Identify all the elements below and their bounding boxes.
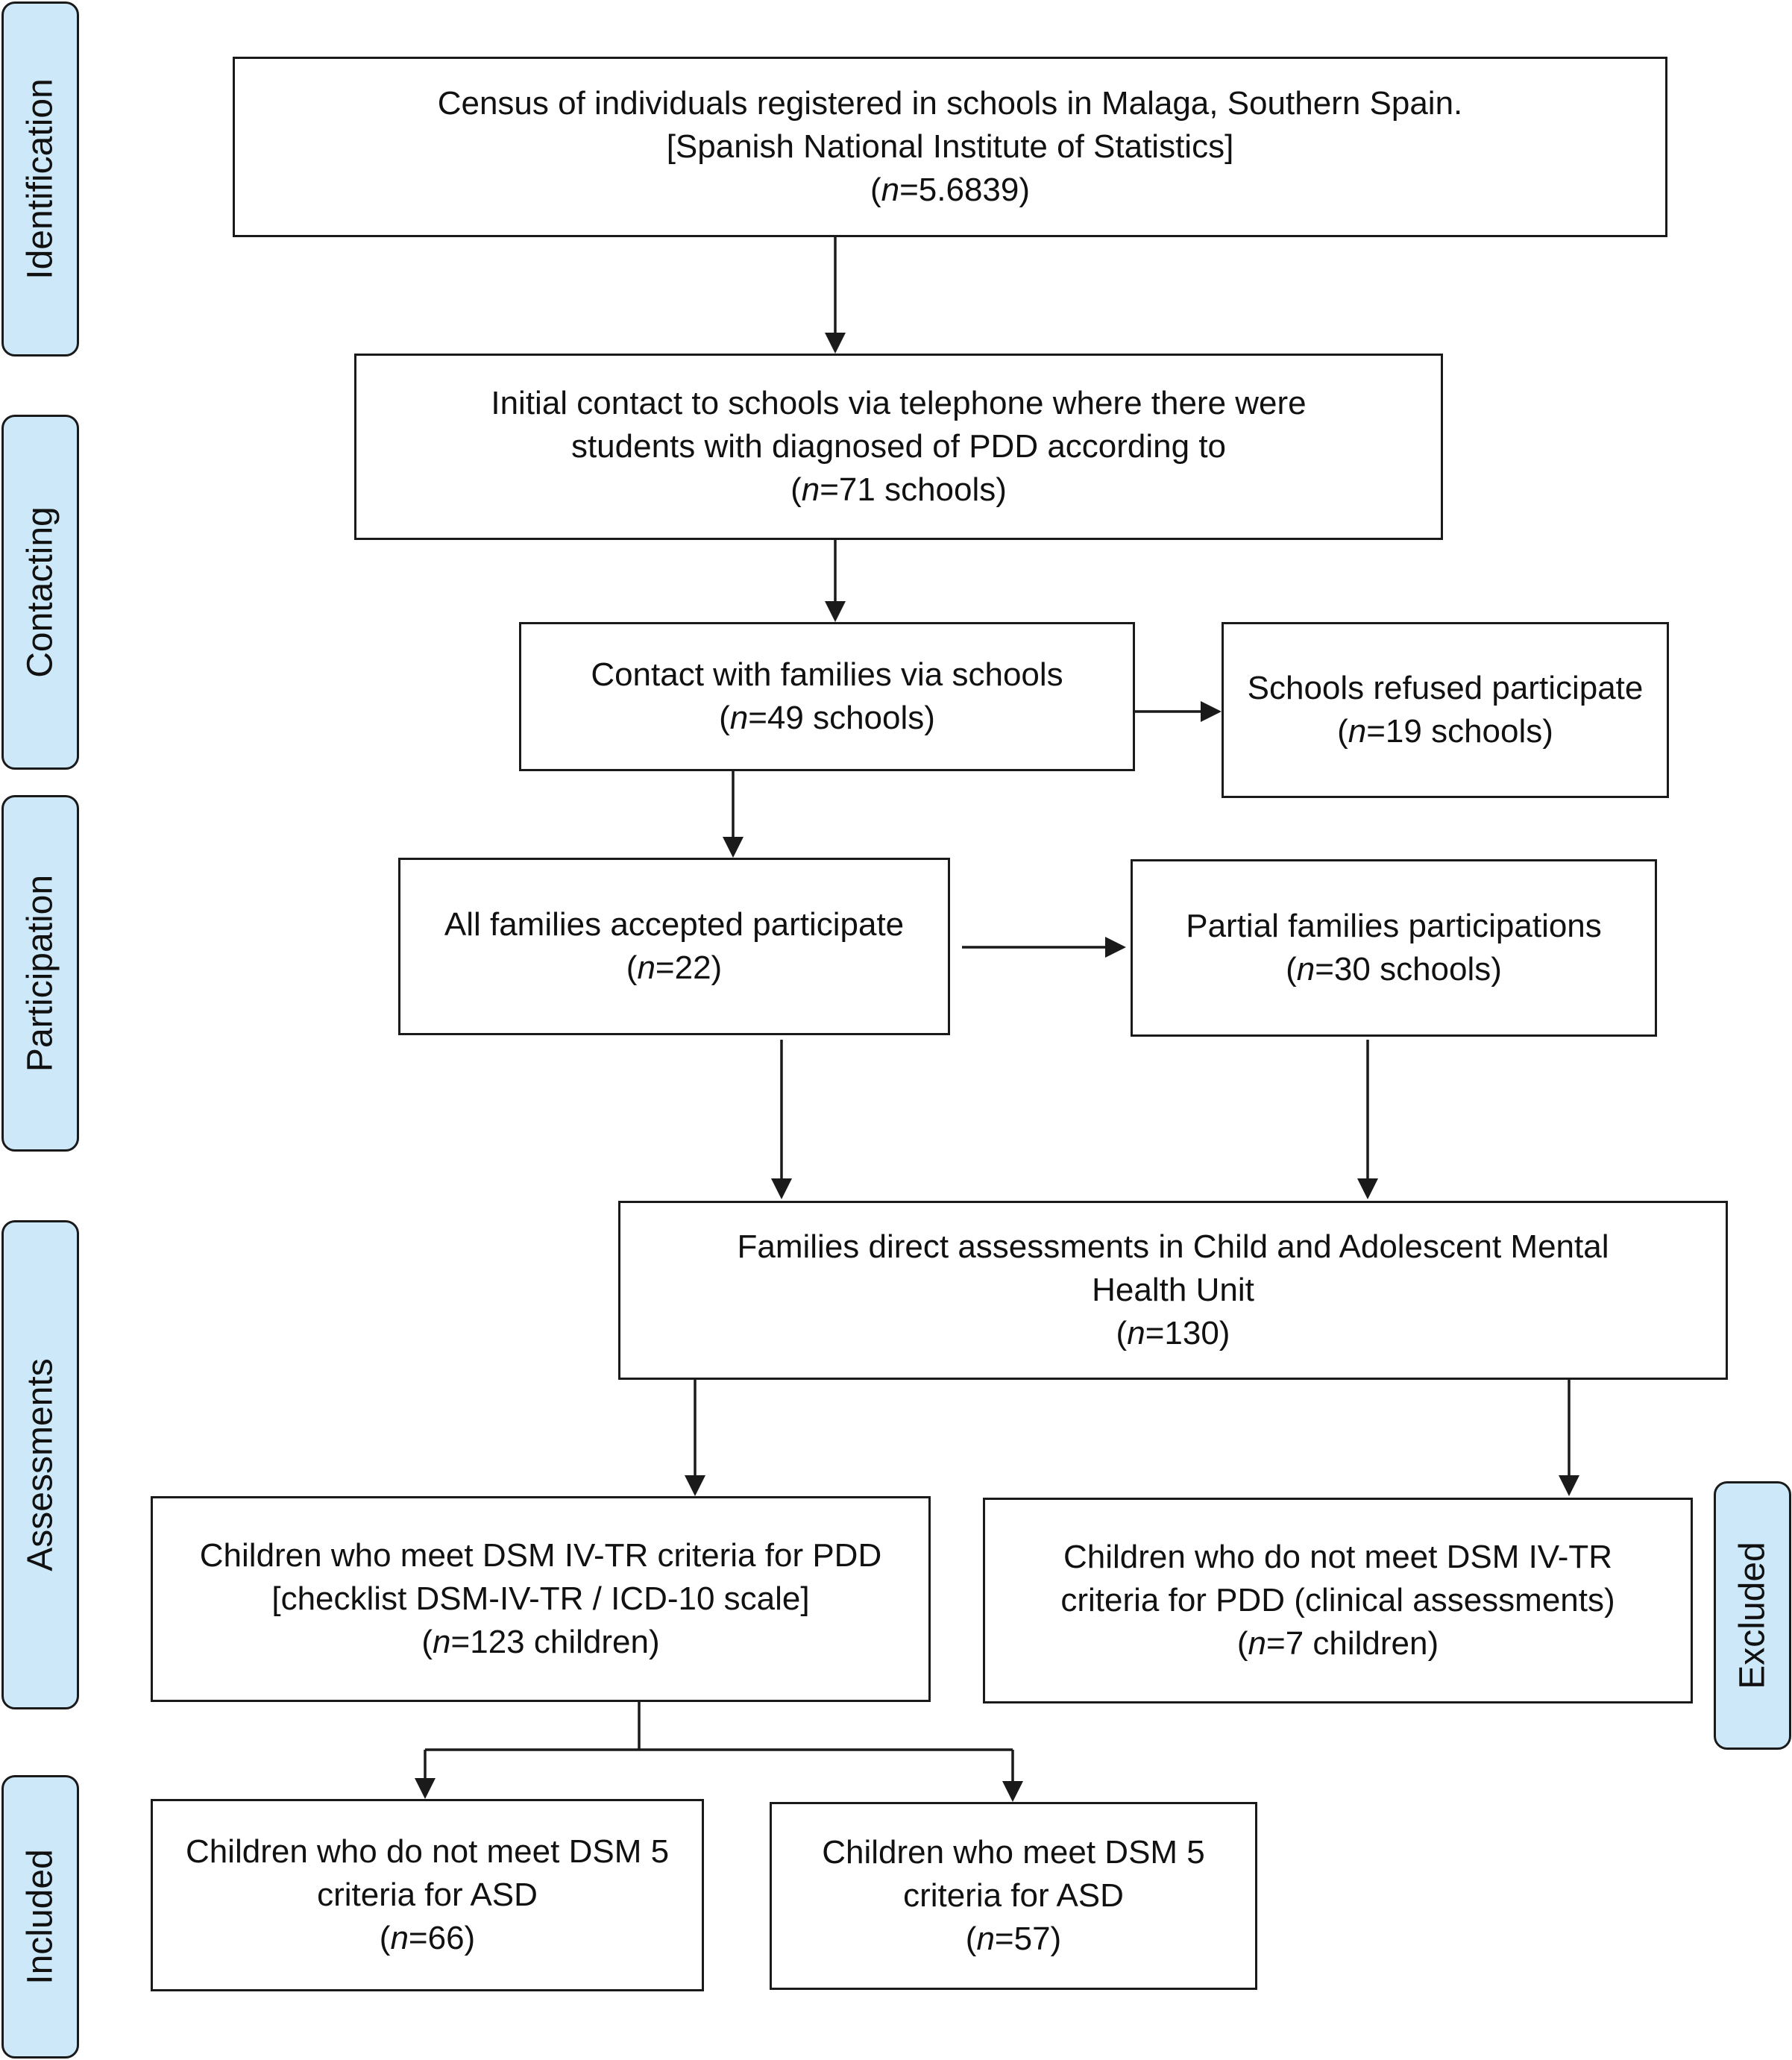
arrowhead-assessments-to-meet-dsm4: [685, 1475, 705, 1496]
stage-participation: Participation: [1, 795, 79, 1152]
contact-families-box: Contact with families via schools (n=49 …: [519, 622, 1135, 771]
arrowhead-initial-to-contact-families: [825, 601, 846, 622]
stage-assessments: Assessments: [1, 1220, 79, 1709]
stage-contacting-label: Contacting: [20, 506, 60, 678]
contact-families-line1: Contact with families via schools: [591, 656, 1063, 693]
arrowhead-census-to-initial-contact: [825, 333, 846, 354]
partial-families-count: (n=30 schools): [1286, 951, 1502, 987]
census-line2: [Spanish National Institute of Statistic…: [666, 128, 1234, 165]
stage-participation-label: Participation: [20, 874, 60, 1073]
all-families-line1: All families accepted participate: [444, 906, 905, 943]
arrowhead-all-to-assessments: [771, 1178, 792, 1199]
schools-refused-count: (n=19 schools): [1337, 713, 1553, 750]
arrowhead-all-to-partial: [1105, 937, 1126, 958]
arrowhead-to-meet-dsm5: [1002, 1781, 1023, 1802]
meet-dsm5-line1: Children who meet DSM 5: [822, 1834, 1205, 1871]
initial-contact-line2: students with diagnosed of PDD according…: [570, 428, 1227, 465]
arrow-meet-dsm4-split: [424, 1701, 1014, 1781]
arrowhead-contact-to-all-families: [723, 837, 743, 858]
contact-families-count: (n=49 schools): [719, 700, 935, 736]
arrowhead-contact-to-refused: [1201, 701, 1222, 722]
meet-dsm4-count: (n=123 children): [421, 1624, 660, 1660]
census-count: (n=5.6839): [870, 172, 1031, 208]
stage-excluded: Excluded: [1714, 1481, 1791, 1750]
partial-families-box: Partial families participations (n=30 sc…: [1131, 859, 1657, 1037]
stage-excluded-label: Excluded: [1732, 1542, 1773, 1689]
stage-identification: Identification: [1, 1, 79, 357]
arrowhead-assessments-to-not-meet-dsm4: [1559, 1475, 1579, 1496]
direct-assessments-line2: Health Unit: [1092, 1272, 1254, 1308]
all-families-count: (n=22): [626, 949, 723, 986]
meet-dsm4-line2: [checklist DSM-IV-TR / ICD-10 scale]: [271, 1580, 810, 1617]
not-meet-dsm4-count: (n=7 children): [1236, 1625, 1439, 1662]
meet-dsm5-box: Children who meet DSM 5 criteria for ASD…: [770, 1802, 1257, 1990]
not-meet-dsm4-line1: Children who do not meet DSM IV-TR: [1063, 1539, 1613, 1575]
arrowhead-to-not-meet-dsm5: [415, 1778, 436, 1799]
meet-dsm5-count: (n=57): [965, 1921, 1062, 1957]
not-meet-dsm5-line2: criteria for ASD: [317, 1877, 538, 1913]
not-meet-dsm5-line1: Children who do not meet DSM 5: [185, 1833, 670, 1870]
meet-dsm5-line2: criteria for ASD: [903, 1877, 1124, 1914]
not-meet-dsm4-box: Children who do not meet DSM IV-TR crite…: [983, 1498, 1693, 1703]
not-meet-dsm5-box: Children who do not meet DSM 5 criteria …: [151, 1799, 704, 1991]
stage-identification-label: Identification: [20, 78, 60, 280]
direct-assessments-box: Families direct assessments in Child and…: [618, 1201, 1728, 1380]
census-box: Census of individuals registered in scho…: [233, 57, 1667, 237]
meet-dsm4-box: Children who meet DSM IV-TR criteria for…: [151, 1496, 931, 1702]
partial-families-line1: Partial families participations: [1186, 908, 1602, 944]
arrowhead-partial-to-assessments: [1357, 1178, 1378, 1199]
direct-assessments-count: (n=130): [1116, 1315, 1230, 1351]
direct-assessments-line1: Families direct assessments in Child and…: [737, 1228, 1609, 1265]
not-meet-dsm5-count: (n=66): [379, 1920, 476, 1956]
census-line1: Census of individuals registered in scho…: [437, 85, 1463, 122]
all-families-box: All families accepted participate (n=22): [398, 858, 950, 1035]
meet-dsm4-line1: Children who meet DSM IV-TR criteria for…: [199, 1537, 882, 1574]
schools-refused-line1: Schools refused participate: [1247, 670, 1644, 706]
initial-contact-box: Initial contact to schools via telephone…: [354, 354, 1443, 540]
stage-included-label: Included: [20, 1849, 60, 1985]
stage-assessments-label: Assessments: [20, 1358, 60, 1571]
stage-included: Included: [1, 1775, 79, 2059]
initial-contact-count: (n=71 schools): [790, 471, 1007, 508]
stage-contacting: Contacting: [1, 415, 79, 770]
initial-contact-line1: Initial contact to schools via telephone…: [491, 385, 1307, 421]
schools-refused-box: Schools refused participate (n=19 school…: [1222, 622, 1669, 798]
not-meet-dsm4-line2: criteria for PDD (clinical assessments): [1060, 1582, 1615, 1618]
